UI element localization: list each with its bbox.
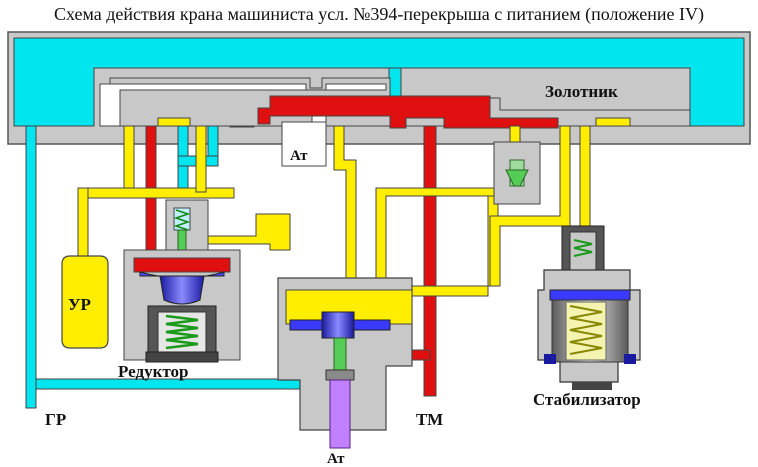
label-ur: УР (68, 295, 91, 314)
check-valve (493, 141, 541, 205)
pipe-labels: ГР ТМ Золотник Ат (45, 82, 618, 429)
equalizing-reservoir: УР (61, 255, 109, 349)
label-reduktor: Редуктор (118, 362, 188, 381)
equalizing-piston: Ат (277, 277, 413, 467)
label-at-bottom: Ат (327, 451, 345, 467)
label-zolotnik: Золотник (545, 82, 618, 101)
reducer: Редуктор (118, 199, 241, 381)
stabilizer: Стабилизатор (533, 225, 641, 409)
atmosphere-channels (99, 83, 387, 167)
label-stabilizator: Стабилизатор (533, 390, 641, 409)
diagram-title: Схема действия крана машиниста усл. №394… (53, 4, 705, 24)
label-at-top: Ат (290, 148, 308, 164)
label-gr: ГР (45, 410, 66, 429)
label-tm: ТМ (416, 410, 443, 429)
